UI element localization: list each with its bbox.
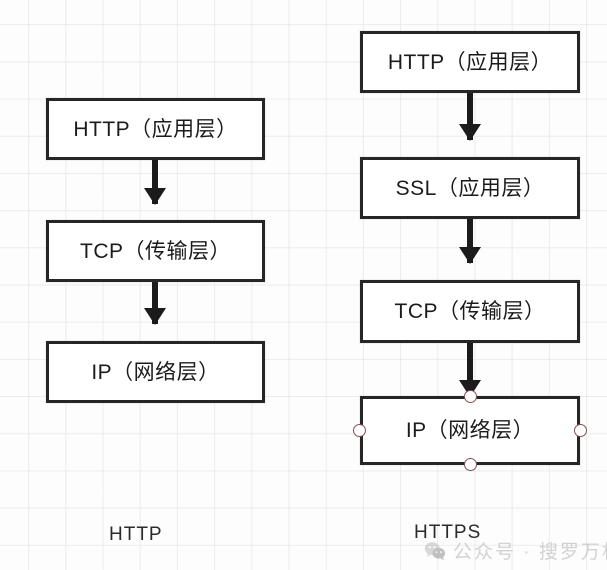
node-label: HTTP（应用层） — [73, 117, 238, 141]
caption-https: HTTPS — [414, 522, 482, 543]
handle-top[interactable] — [464, 390, 477, 403]
node-https-tcp[interactable]: TCP（传输层） — [360, 280, 580, 343]
arrow-https-app-to-ssl — [467, 93, 473, 140]
node-https-ssl[interactable]: SSL（应用层） — [360, 157, 580, 219]
handle-bottom[interactable] — [464, 458, 477, 471]
handle-left[interactable] — [353, 424, 366, 437]
node-label: TCP（传输层） — [394, 300, 546, 323]
arrow-https-tcp-to-ip — [467, 343, 473, 396]
node-https-ip[interactable]: IP（网络层） — [360, 396, 580, 465]
node-http-tcp[interactable]: TCP（传输层） — [46, 220, 265, 282]
caption-http: HTTP — [109, 524, 163, 545]
node-http-app[interactable]: HTTP（应用层） — [46, 98, 265, 160]
handle-right[interactable] — [574, 424, 587, 437]
arrow-http-app-to-tcp — [152, 160, 158, 204]
node-label: SSL（应用层） — [395, 176, 545, 200]
node-label: TCP（传输层） — [80, 239, 231, 263]
node-http-ip[interactable]: IP（网络层） — [46, 341, 265, 403]
node-label: IP（网络层） — [91, 360, 220, 384]
arrow-http-tcp-to-ip — [152, 282, 158, 324]
node-https-app[interactable]: HTTP（应用层） — [360, 31, 580, 93]
arrow-https-ssl-to-tcp — [467, 219, 473, 263]
node-label: IP（网络层） — [405, 419, 535, 442]
node-label: HTTP（应用层） — [387, 50, 553, 74]
